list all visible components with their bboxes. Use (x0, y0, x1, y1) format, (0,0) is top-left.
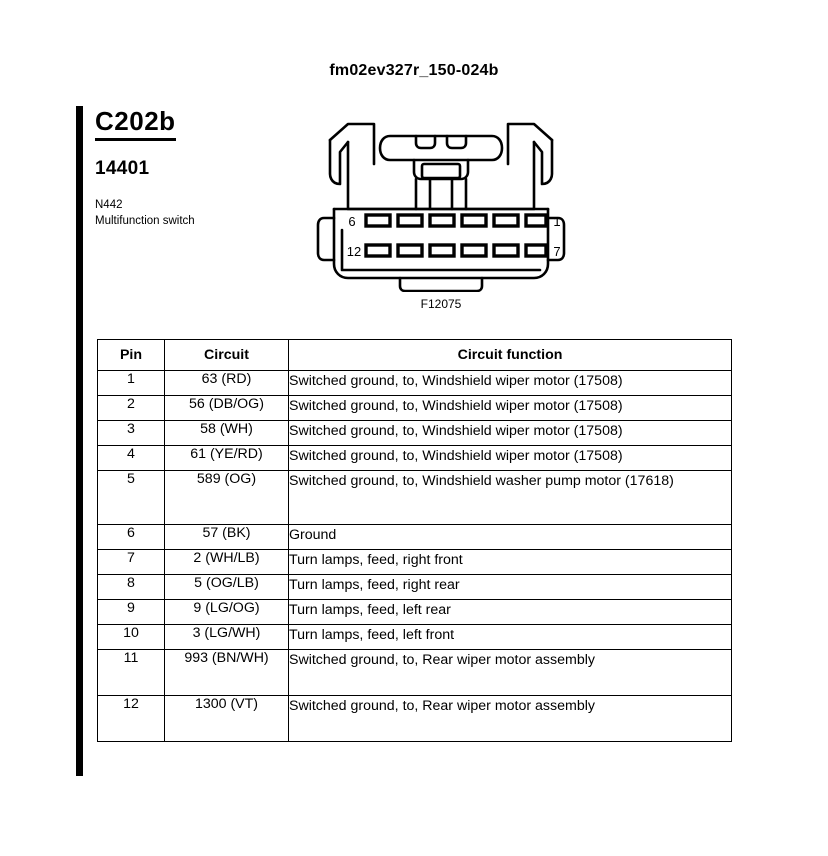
cavity-bottom-6 (524, 243, 548, 258)
connector-bottom-cavity-row (364, 243, 548, 258)
cell-circuit: 61 (YE/RD) (164, 445, 289, 471)
cell-circuit: 57 (BK) (164, 524, 289, 550)
connector-id: C202b (95, 106, 176, 136)
connector-latch-cap (378, 134, 504, 162)
revision-change-bar (76, 106, 83, 776)
connector-bottom-key-tab (398, 276, 484, 292)
cavity-bottom-3 (428, 243, 456, 258)
connector-id-underline (95, 138, 176, 142)
cell-pin: 1 (97, 370, 165, 396)
cell-circuit-function: Switched ground, to, Rear wiper motor as… (288, 649, 732, 696)
cell-circuit: 589 (OG) (164, 470, 289, 525)
column-header-pin: Pin (97, 339, 165, 371)
cell-circuit-function: Switched ground, to, Rear wiper motor as… (288, 695, 732, 742)
cavity-bottom-2 (396, 243, 424, 258)
pin-label-bottom-left: 12 (347, 244, 361, 259)
connector-top-cavity-row (364, 213, 548, 228)
cell-circuit: 993 (BN/WH) (164, 649, 289, 696)
cell-circuit-function: Switched ground, to, Windshield wiper mo… (288, 395, 732, 421)
cavity-bottom-4 (460, 243, 488, 258)
connector-latch-tab (420, 162, 462, 180)
cell-circuit-function: Ground (288, 524, 732, 550)
connector-code: F12075 (420, 297, 462, 311)
cell-circuit: 58 (WH) (164, 420, 289, 446)
cavity-bottom-1 (364, 243, 392, 258)
connector-right-shoulder (506, 122, 554, 166)
cell-circuit-function: Switched ground, to, Windshield wiper mo… (288, 420, 732, 446)
cell-circuit: 3 (LG/WH) (164, 624, 289, 650)
cavity-top-1 (364, 213, 392, 228)
component-name: Multifunction switch (95, 214, 195, 227)
cell-pin: 2 (97, 395, 165, 421)
page-title: fm02ev327r_150-024b (329, 62, 499, 79)
cell-circuit: 63 (RD) (164, 370, 289, 396)
connector-body-outline (332, 207, 550, 280)
cell-circuit-function: Turn lamps, feed, right front (288, 549, 732, 575)
cell-circuit-function: Switched ground, to, Windshield wiper mo… (288, 445, 732, 471)
cell-pin: 7 (97, 549, 165, 575)
part-number: 14401 (95, 158, 150, 180)
column-header-function: Circuit function (288, 339, 732, 371)
cell-circuit: 1300 (VT) (164, 695, 289, 742)
cell-circuit-function: Switched ground, to, Windshield washer p… (288, 470, 732, 525)
cell-circuit: 5 (OG/LB) (164, 574, 289, 600)
connector-diagram: 6 1 12 7 F12075 (312, 112, 570, 312)
component-description: N442 Multifunction switch (95, 198, 295, 229)
table-header: Pin Circuit Circuit function (97, 339, 732, 371)
connector-left-wing-inner (328, 138, 350, 186)
cavity-top-2 (396, 213, 424, 228)
cell-pin: 11 (97, 649, 165, 696)
cavity-top-3 (428, 213, 456, 228)
connector-right-clip-ear (546, 216, 566, 262)
cell-pin: 4 (97, 445, 165, 471)
cavity-top-6 (524, 213, 548, 228)
cell-circuit: 56 (DB/OG) (164, 395, 289, 421)
cavity-bottom-5 (492, 243, 520, 258)
pin-label-bottom-right: 7 (553, 244, 560, 259)
connector-shroud-rail (346, 140, 536, 211)
cell-pin: 5 (97, 470, 165, 525)
connector-inner-wall (340, 228, 542, 272)
cell-circuit: 2 (WH/LB) (164, 549, 289, 575)
cell-pin: 10 (97, 624, 165, 650)
connector-right-wing-inner (532, 138, 554, 186)
cell-circuit-function: Turn lamps, feed, right rear (288, 574, 732, 600)
cell-pin: 8 (97, 574, 165, 600)
cell-circuit-function: Switched ground, to, Windshield wiper mo… (288, 370, 732, 396)
connector-header: C202b 14401 N442 Multifunction switch (95, 106, 295, 229)
table-header-row: Pin Circuit Circuit function (97, 339, 732, 371)
cell-pin: 9 (97, 599, 165, 625)
connector-latch-notch-right (445, 134, 468, 150)
pin-label-top-left: 6 (348, 214, 355, 229)
column-header-circuit: Circuit (164, 339, 289, 371)
cell-pin: 3 (97, 420, 165, 446)
cavity-top-4 (460, 213, 488, 228)
cell-circuit-function: Turn lamps, feed, left rear (288, 599, 732, 625)
cell-circuit-function: Turn lamps, feed, left front (288, 624, 732, 650)
cavity-top-5 (492, 213, 520, 228)
connector-latch-notch-left (414, 134, 437, 150)
connector-left-shoulder (328, 122, 376, 166)
connector-drawing-svg: 6 1 12 7 (316, 122, 566, 292)
component-code: N442 (95, 199, 123, 212)
cell-pin: 6 (97, 524, 165, 550)
cell-pin: 12 (97, 695, 165, 742)
pin-label-top-right: 1 (553, 214, 560, 229)
cell-circuit: 9 (LG/OG) (164, 599, 289, 625)
connector-left-clip-ear (316, 216, 336, 262)
